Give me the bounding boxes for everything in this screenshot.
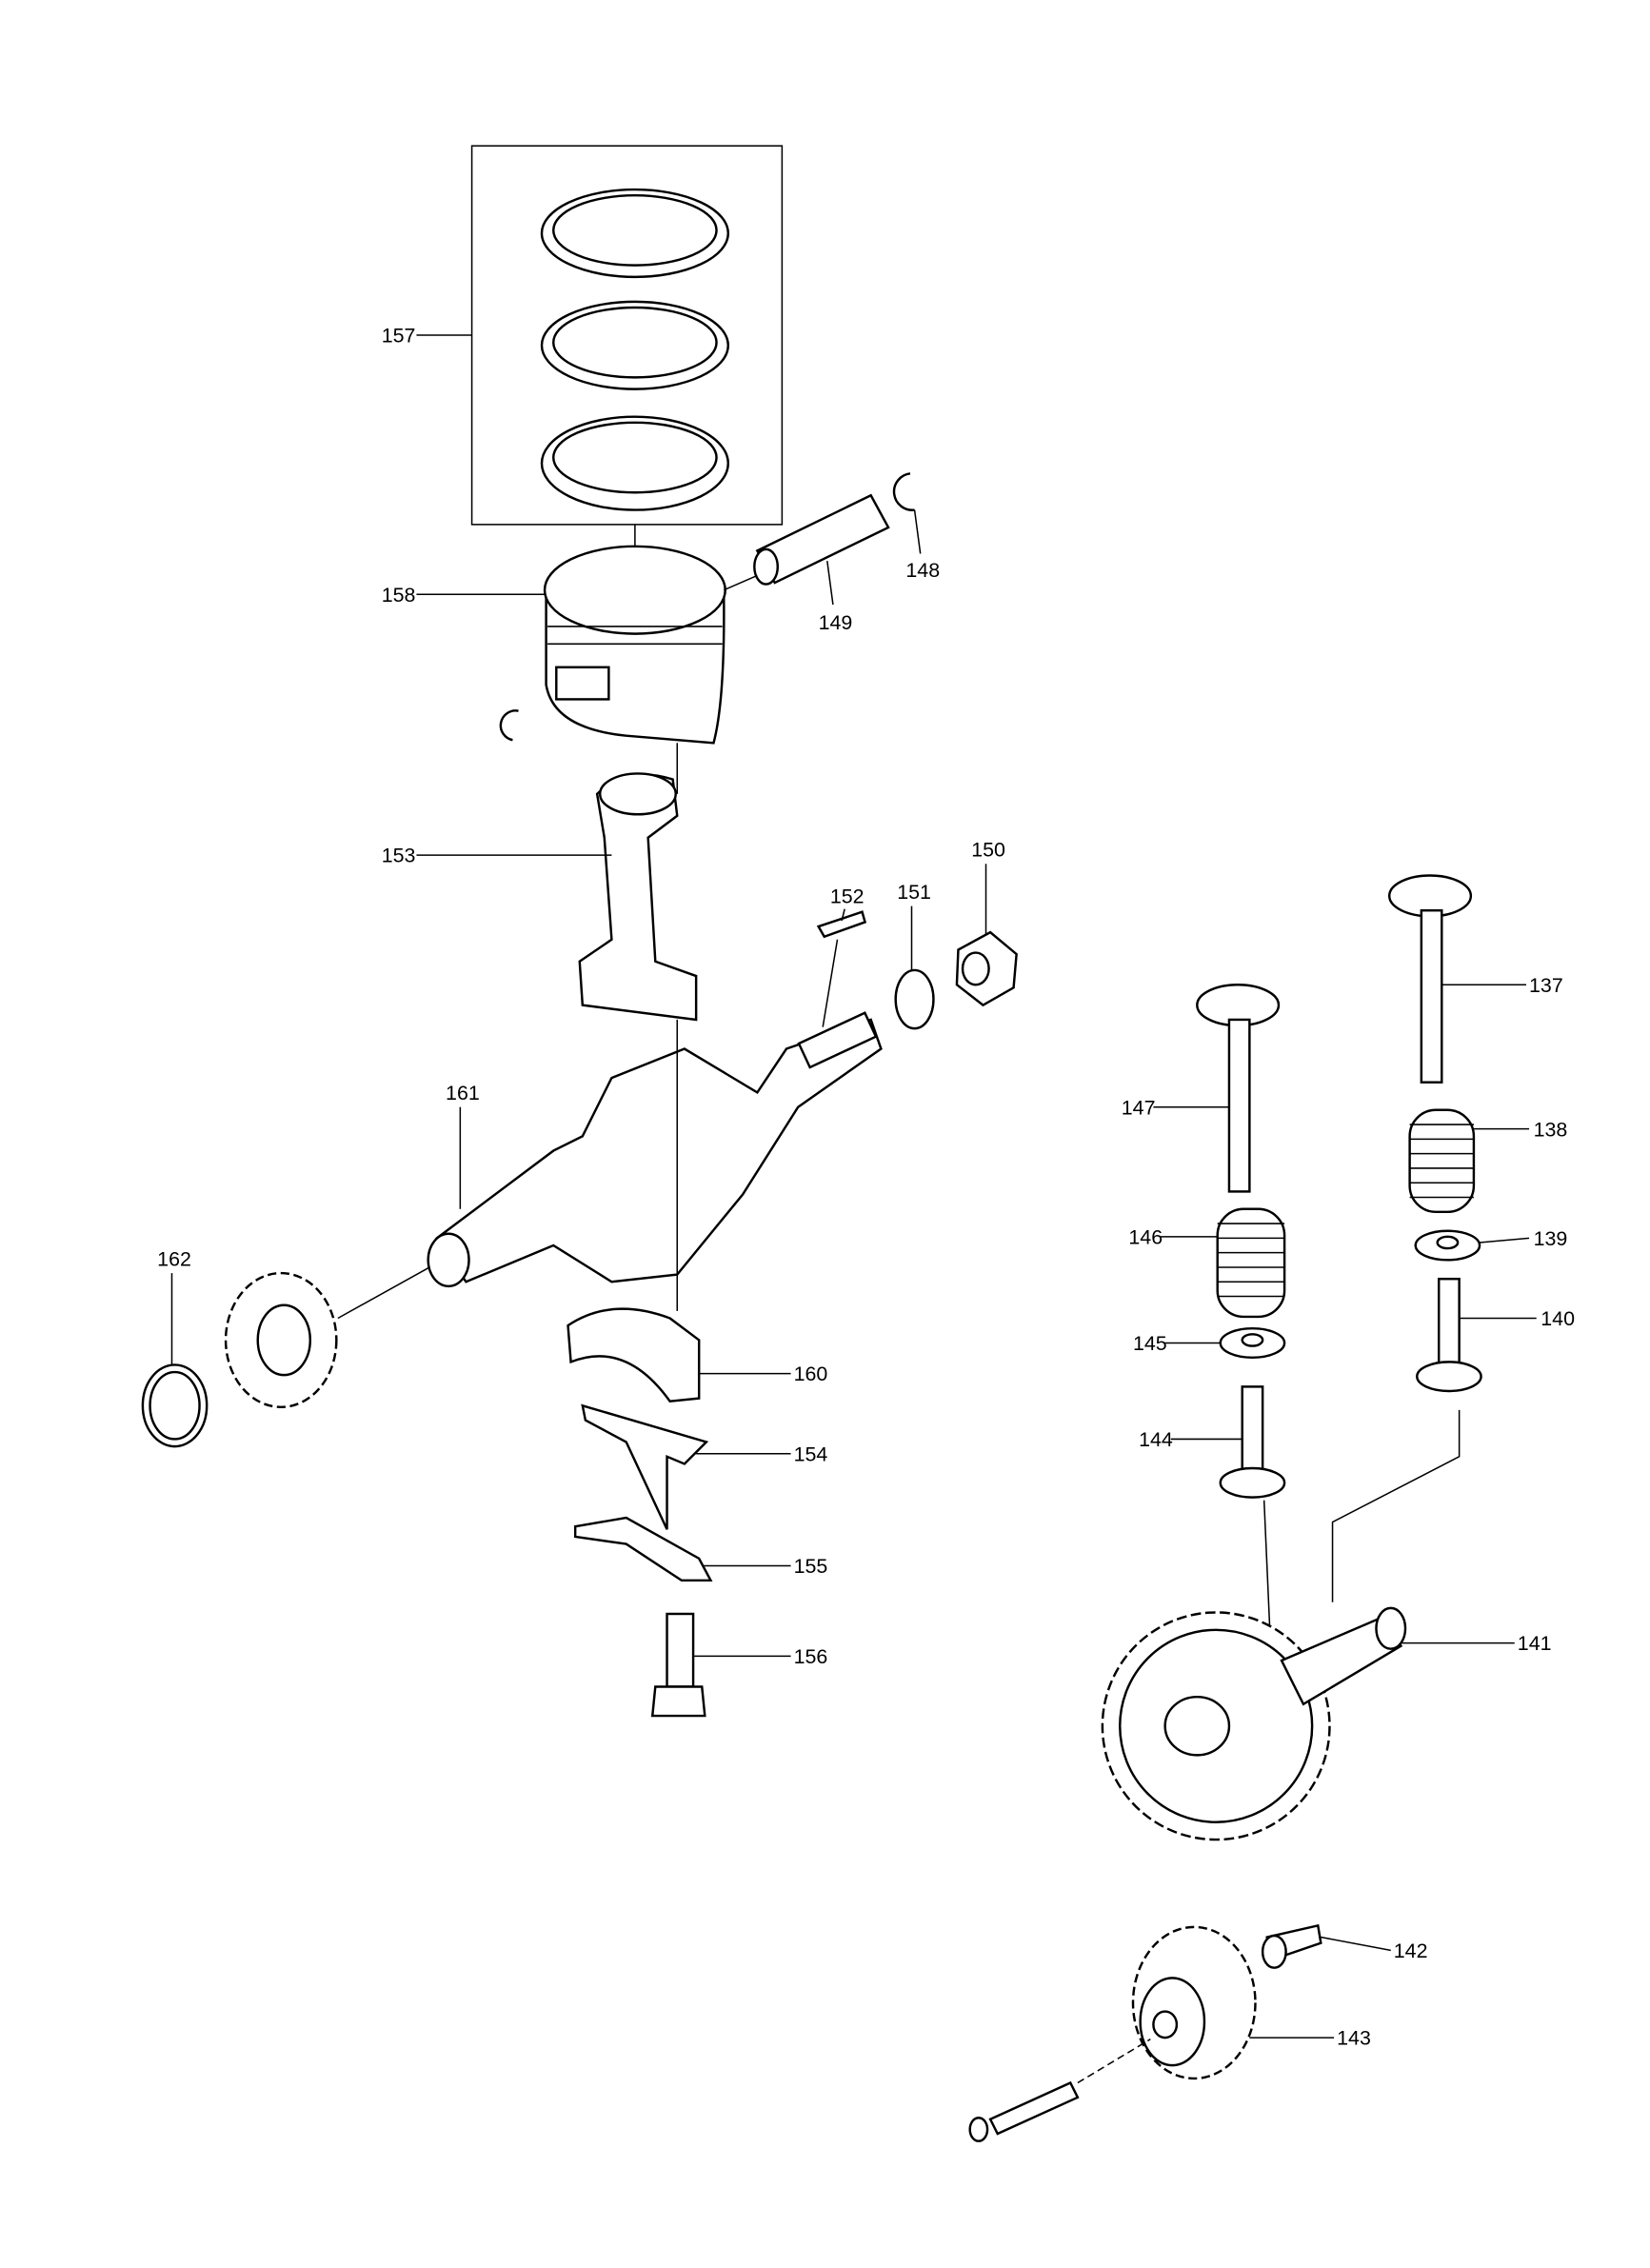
label-142: 142 <box>1394 1940 1428 1962</box>
label-138: 138 <box>1534 1118 1568 1141</box>
label-143: 143 <box>1337 2027 1371 2050</box>
label-144: 144 <box>1139 1428 1173 1451</box>
label-146: 146 <box>1128 1225 1163 1248</box>
oil-dipper[interactable] <box>573 1516 713 1582</box>
label-160: 160 <box>794 1363 828 1385</box>
label-150: 150 <box>971 839 1005 862</box>
label-153: 153 <box>382 845 416 867</box>
governor-pin[interactable] <box>1261 1923 1322 1969</box>
crankshaft[interactable] <box>427 1011 883 1288</box>
spring-retainer-exhaust[interactable] <box>1414 1229 1481 1262</box>
label-156: 156 <box>794 1645 828 1668</box>
nut[interactable] <box>955 930 1018 1007</box>
label-147: 147 <box>1122 1096 1156 1119</box>
connecting-rod[interactable] <box>578 772 698 1022</box>
label-140: 140 <box>1541 1307 1575 1330</box>
camshaft[interactable] <box>1101 1606 1407 1841</box>
woodruff-key[interactable] <box>816 910 867 939</box>
tappet-intake[interactable] <box>1219 1385 1286 1499</box>
exhaust-valve[interactable] <box>1387 874 1473 1084</box>
circlip[interactable] <box>892 472 915 511</box>
label-154: 154 <box>794 1442 828 1465</box>
label-157: 157 <box>382 325 416 348</box>
lock-plate[interactable] <box>581 1403 709 1530</box>
piston[interactable] <box>543 545 726 745</box>
label-141: 141 <box>1518 1632 1552 1655</box>
label-151: 151 <box>897 881 931 904</box>
washer[interactable] <box>894 968 935 1030</box>
valve-spring-intake[interactable] <box>1216 1207 1286 1319</box>
label-139: 139 <box>1534 1227 1568 1250</box>
governor-gear[interactable] <box>1131 1925 1257 2080</box>
label-137: 137 <box>1529 974 1563 997</box>
label-145: 145 <box>1133 1332 1167 1355</box>
part-labels: 157 158 149 148 153 152 151 150 137 147 … <box>157 325 1575 2050</box>
rod-bolt[interactable] <box>650 1612 706 1718</box>
valve-spring-exhaust[interactable] <box>1408 1108 1476 1214</box>
piston-pin[interactable] <box>753 493 890 586</box>
governor-shaft[interactable] <box>968 2080 1080 2142</box>
leader-lines <box>170 334 1537 2039</box>
label-155: 155 <box>794 1555 828 1578</box>
label-152: 152 <box>830 885 865 908</box>
tappet-exhaust[interactable] <box>1416 1277 1482 1393</box>
label-148: 148 <box>905 559 940 582</box>
rod-cap[interactable] <box>567 1307 701 1403</box>
label-162: 162 <box>157 1247 191 1270</box>
label-161: 161 <box>446 1082 480 1104</box>
crank-ring[interactable] <box>141 1363 209 1448</box>
label-158: 158 <box>382 584 416 607</box>
piston-ring-set[interactable] <box>470 145 784 526</box>
label-149: 149 <box>819 611 853 634</box>
intake-valve[interactable] <box>1196 983 1281 1193</box>
piston-pin-clip[interactable] <box>499 709 519 742</box>
crank-gear[interactable] <box>224 1271 338 1409</box>
spring-retainer-intake[interactable] <box>1219 1326 1286 1360</box>
